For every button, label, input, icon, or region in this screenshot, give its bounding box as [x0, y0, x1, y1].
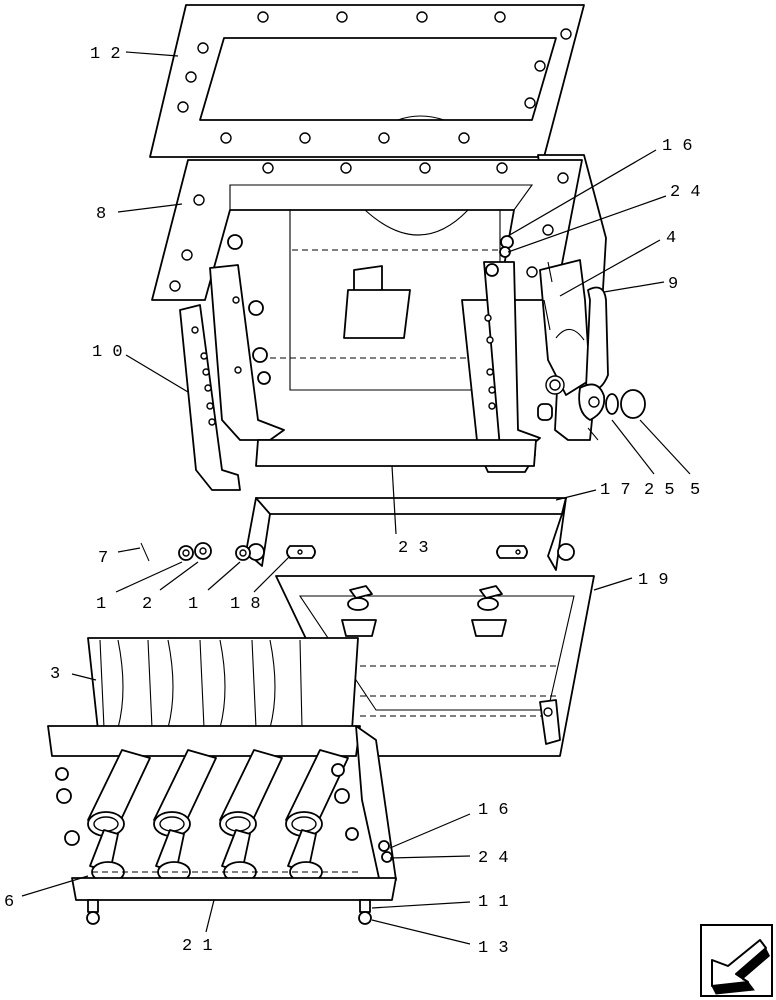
callout-24-lower: 2 4	[478, 849, 509, 868]
divider-assembly-part	[47, 637, 397, 925]
callout-21: 2 1	[182, 937, 213, 956]
callout-17: 1 7	[600, 481, 631, 500]
callout-25: 2 5	[644, 481, 675, 500]
housing-part	[151, 154, 646, 491]
callout-8: 8	[96, 205, 106, 224]
callout-1-right: 1	[188, 595, 198, 614]
callout-labels: 1 2 8 1 6 2 4 4 9 1 0 1 7 2 5 5 7 2 3 1 …	[4, 45, 701, 958]
leader-lines	[21, 51, 691, 945]
loose-parts	[140, 542, 251, 562]
callout-12: 1 2	[90, 45, 121, 64]
callout-3: 3	[50, 665, 60, 684]
tube-2	[153, 749, 217, 883]
callout-9: 9	[668, 275, 678, 294]
callout-19: 1 9	[638, 571, 669, 590]
callout-16-lower: 1 6	[478, 801, 509, 820]
pivot-frame-part	[245, 497, 575, 571]
callout-6: 6	[4, 893, 14, 912]
callout-24-upper: 2 4	[670, 183, 701, 202]
callout-7: 7	[98, 549, 108, 568]
callout-1-left: 1	[96, 595, 106, 614]
callout-18: 1 8	[230, 595, 261, 614]
callout-2: 2	[142, 595, 152, 614]
callout-13: 1 3	[478, 939, 509, 958]
arrow-back-icon[interactable]	[700, 924, 773, 997]
callout-23: 2 3	[398, 539, 429, 558]
flange-frame-part	[149, 4, 585, 158]
callout-5: 5	[690, 481, 700, 500]
tube-3	[219, 749, 283, 883]
door-frame-part	[275, 575, 595, 757]
callout-11: 1 1	[478, 893, 509, 912]
tube-1	[87, 749, 151, 883]
callout-10: 1 0	[92, 343, 123, 362]
callout-4: 4	[666, 229, 676, 248]
callout-16-upper: 1 6	[662, 137, 693, 156]
